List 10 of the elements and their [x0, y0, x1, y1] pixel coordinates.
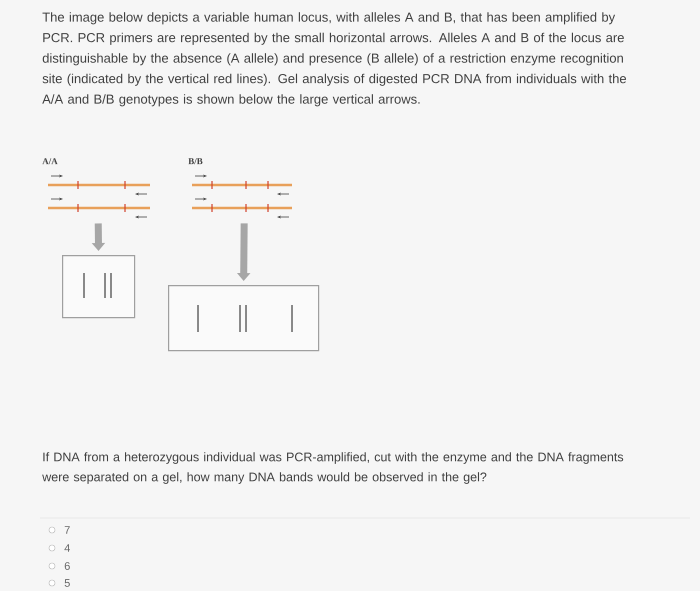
gel-box — [62, 255, 136, 318]
gel-box — [168, 285, 320, 352]
question: If DNA from a heterozygous individual was PCR-amplified, cut with the enzyme and the DNA fragments were separated on a gel, how many DNA bands would be observed in the gel? — [42, 452, 624, 484]
option-label: 4 — [64, 544, 70, 552]
locus-label: A/A — [42, 158, 58, 164]
paragraph: The image below depicts a variable human locus, with alleles A and B, that has been amplified by PCR. PCR primers are represented by the small horizontal arrows. Alleles A and B of the locus are distinguishable by the absence (A allele) and presence (B allele) of a restriction enzyme recognition site (indicated by the vertical red lines). Gel analysis of digested PCR DNA from individuals with the A/A and B/B genotypes is shown below the large vertical arrows. — [42, 12, 626, 106]
locus-label: B/B — [188, 158, 202, 164]
option-label: 6 — [64, 562, 70, 570]
option-label: 5 — [64, 579, 70, 587]
option-label: 7 — [64, 526, 70, 534]
